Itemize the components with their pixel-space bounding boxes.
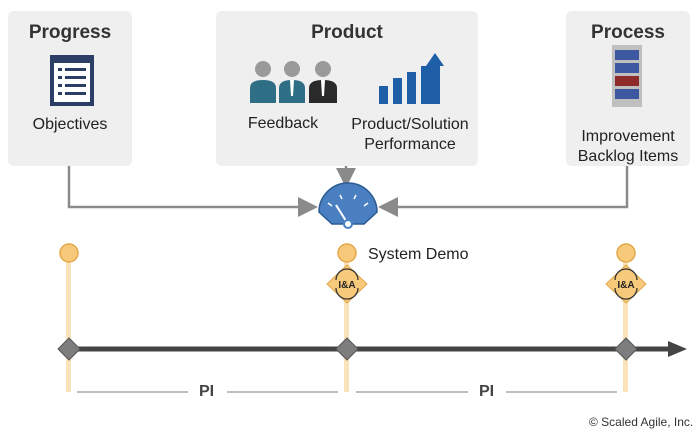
progress-title: Progress: [28, 22, 112, 43]
progress-box: Progress Objectives: [8, 11, 132, 166]
objectives-document-icon: [50, 55, 94, 106]
performance-bars-icon: [379, 53, 444, 104]
improvement-label-line1: Improvement: [581, 128, 675, 145]
progress-connector-arrow: [67, 166, 318, 217]
product-title: Product: [311, 22, 383, 43]
milestone-line-mid: [344, 262, 349, 392]
process-title: Process: [591, 22, 665, 43]
ia-badge-mid-text: I&A: [338, 280, 355, 291]
copyright-text: © Scaled Agile, Inc.: [589, 415, 694, 429]
process-connector-arrow: [378, 166, 629, 217]
timeline-diamond-start: [57, 337, 81, 361]
ia-badge-end-text: I&A: [617, 280, 634, 291]
backlog-stack-icon: [612, 45, 642, 107]
milestone-circle-end: [616, 243, 636, 263]
objectives-label: Objectives: [32, 116, 108, 133]
ia-badge-mid: I&A: [326, 264, 368, 304]
milestone-line-start: [66, 262, 71, 392]
performance-label-line1: Product/Solution: [351, 116, 469, 133]
feedback-label: Feedback: [247, 115, 319, 132]
milestone-circle-start: [59, 243, 79, 263]
timeline-arrowhead: [668, 341, 687, 357]
ia-badge-end: I&A: [605, 264, 647, 304]
gauge-icon: [318, 182, 378, 229]
system-demo-label: System Demo: [368, 246, 469, 263]
timeline-diamond-mid: [335, 337, 359, 361]
milestone-line-end: [623, 262, 628, 392]
pi-label-2: PI: [479, 383, 495, 400]
feedback-people-icon: [250, 61, 337, 103]
timeline-diamond-end: [614, 337, 638, 361]
improvement-label-line2: Backlog Items: [577, 148, 679, 165]
performance-label-line2: Performance: [364, 136, 456, 153]
pi-label-1: PI: [199, 383, 215, 400]
milestone-circle-mid: [337, 243, 357, 263]
